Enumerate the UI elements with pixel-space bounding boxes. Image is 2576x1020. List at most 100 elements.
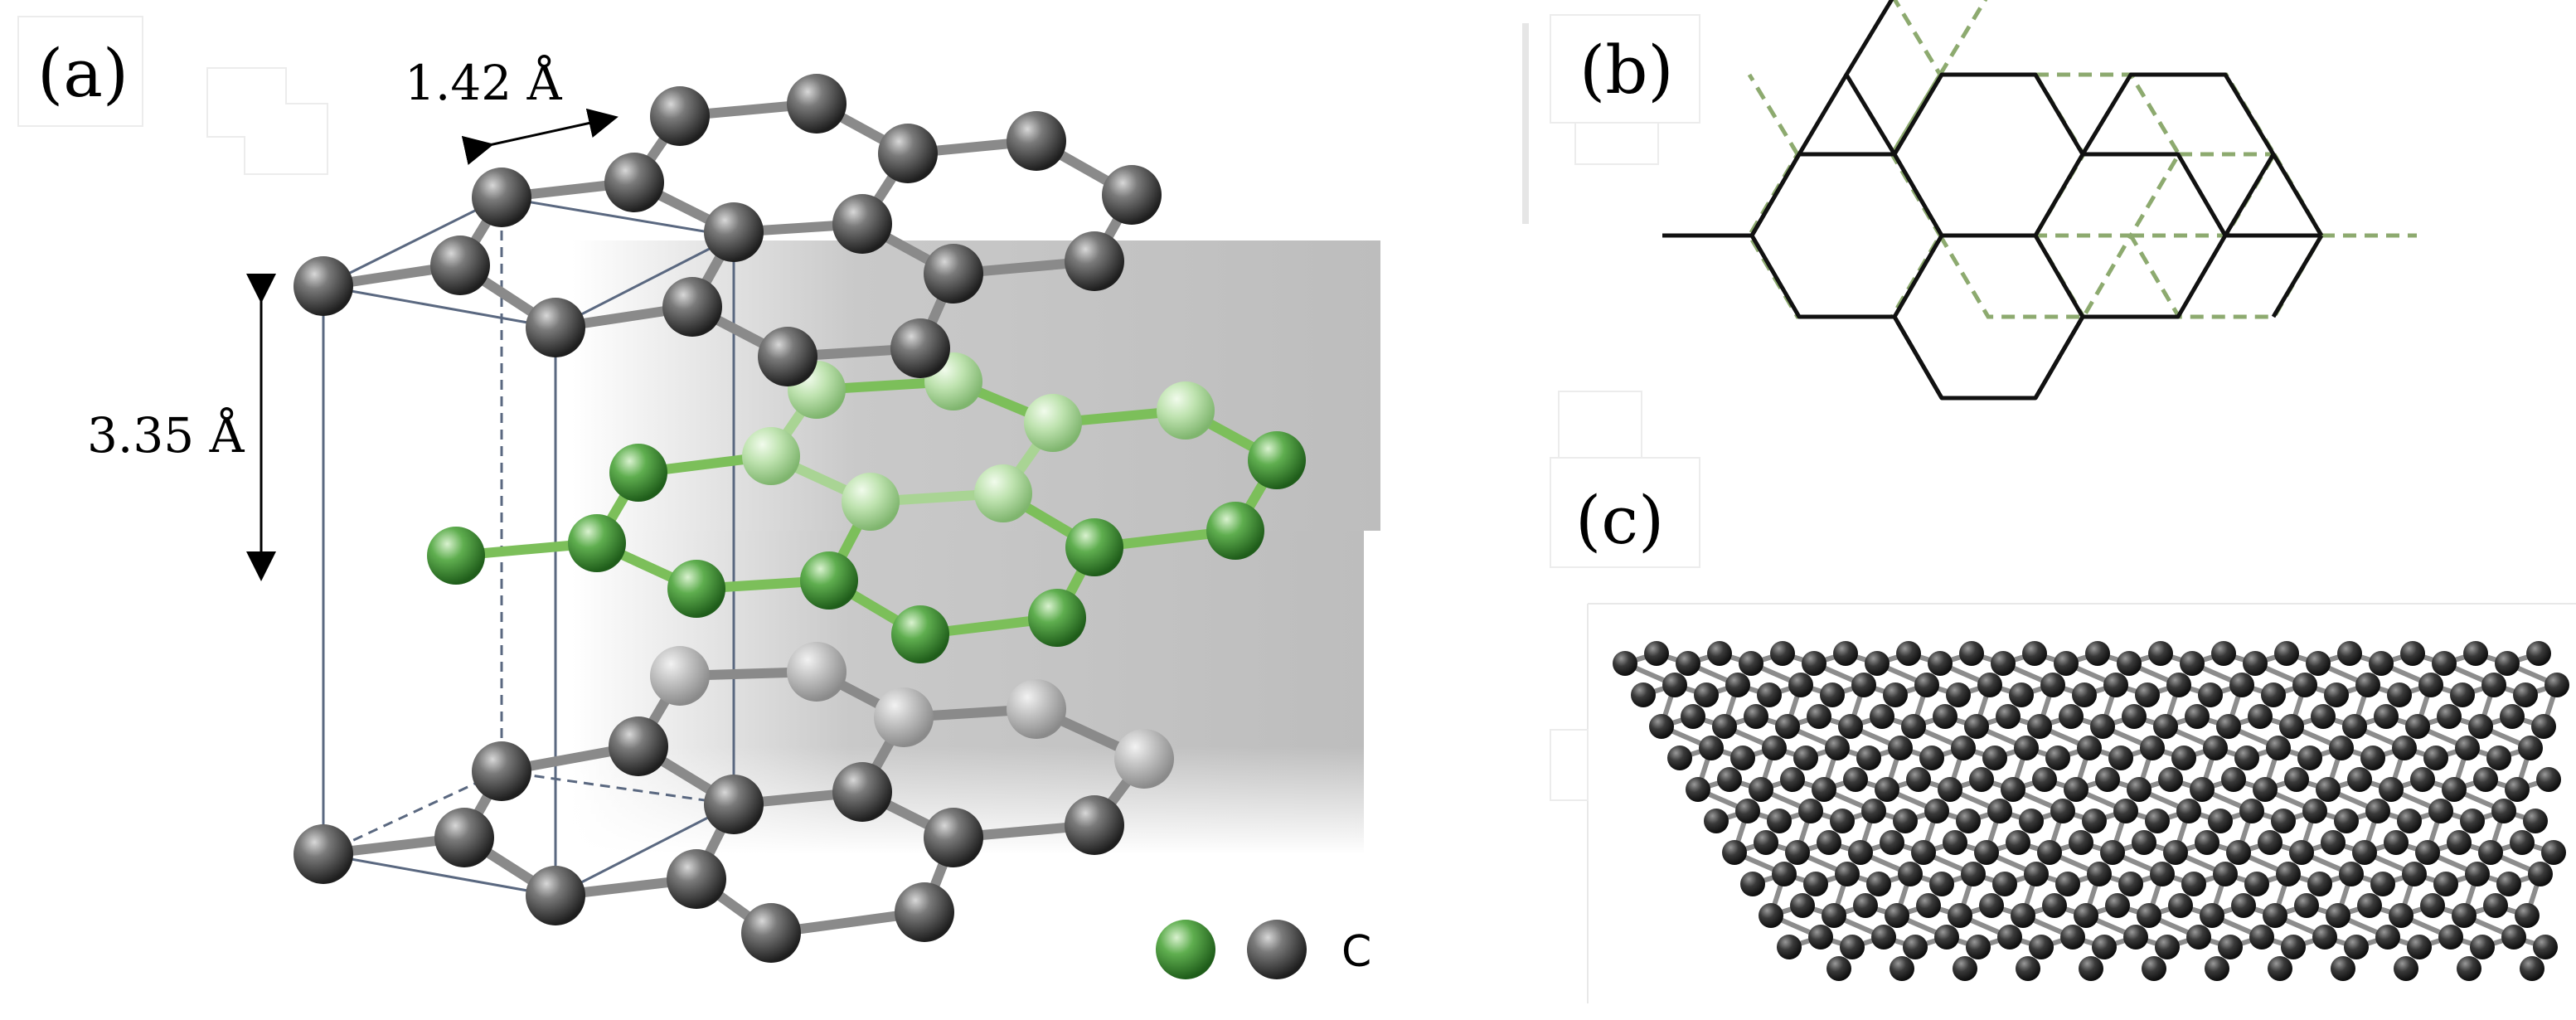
carbon-atom [293, 256, 353, 316]
graphene-atom [1871, 925, 1896, 950]
carbon-atom [434, 808, 494, 867]
graphene-atom [2268, 956, 2292, 981]
graphene-atom [2040, 673, 2065, 697]
graphene-atom [2271, 809, 2296, 833]
carbon-atom [895, 882, 954, 942]
panel-a-label: (a) [37, 35, 129, 112]
graphene-atom [2158, 767, 2183, 792]
graphene-atom [2266, 736, 2291, 760]
graphene-atom [2357, 893, 2382, 918]
graphene-atom [2510, 830, 2535, 855]
graphene-atom [2392, 736, 2417, 760]
carbon-atom [832, 762, 892, 822]
graphene-atom [2523, 809, 2548, 833]
graphene-atom [1833, 641, 1858, 666]
unit-cell-lines [322, 196, 735, 897]
graphene-atom [1916, 893, 1941, 918]
graphene-atom [2263, 903, 2287, 928]
graphene-atom [1961, 862, 1986, 886]
graphene-atom [2306, 651, 2331, 676]
graphene-atom [1865, 651, 1890, 676]
graphene-atom [1979, 893, 2004, 918]
panel-a: (a) [17, 16, 1380, 979]
graphene-atom [2248, 704, 2273, 729]
carbon-atom [924, 808, 983, 867]
graphene-atom [2536, 767, 2561, 792]
carbon-atom-green [1065, 518, 1123, 576]
graphene-atom [2541, 840, 2566, 865]
graphene-atom [1807, 704, 1831, 729]
graphene-atom [2463, 641, 2488, 666]
graphene-atom [2518, 736, 2543, 760]
graphene-atom [2483, 893, 2508, 918]
graphene-atom [1903, 935, 1928, 959]
graphene-atom [1848, 840, 1873, 865]
graphene-atom [1953, 956, 1977, 981]
graphene-atom [2027, 714, 2052, 739]
graphene-atom [2355, 673, 2380, 697]
graphene-atom [2481, 673, 2506, 697]
graphene-atom [2195, 830, 2219, 855]
carbon-atom [1007, 679, 1066, 739]
graphene-atom [2473, 767, 2498, 792]
graphene-atom [1987, 799, 2012, 823]
graphene-atom [1808, 925, 1833, 950]
graphene-atom [2279, 714, 2304, 739]
carbon-atom [430, 236, 490, 295]
panel-separator [1522, 23, 1529, 224]
graphene-atom [1838, 714, 1863, 739]
graphene-atom [1914, 673, 1939, 697]
legend-label: C [1341, 927, 1371, 977]
graphene-atom [2294, 893, 2319, 918]
graphene-atom [2231, 893, 2256, 918]
graphene-atom [1704, 809, 1729, 833]
graphene-atom [1977, 673, 2002, 697]
graphene-atom [2095, 767, 2120, 792]
graphene-atom [2234, 746, 2259, 770]
carbon-atom [472, 168, 531, 227]
graphene-atom [1830, 809, 1855, 833]
graphene-atom [2205, 956, 2229, 981]
graphene-atom [1735, 799, 1760, 823]
graphene-atom [1997, 925, 2022, 950]
legend: C [1156, 920, 1371, 979]
carbon-atom [1007, 111, 1066, 171]
graphene-atom [1969, 767, 1994, 792]
carbon-atom [832, 194, 892, 254]
graphene-atom [2544, 673, 2569, 697]
graphene-atom [2311, 704, 2336, 729]
graphene-atom [1725, 673, 1750, 697]
panel-b-label-tab [1574, 122, 1659, 165]
panel-c-label-tab [1558, 391, 1642, 459]
graphene-atom [2274, 641, 2299, 666]
graphene-atom [2009, 682, 2034, 707]
graphene-atom [1919, 746, 1944, 770]
graphene-atom [1934, 925, 1959, 950]
graphene-atom [2447, 830, 2472, 855]
graphene-atom [2243, 651, 2268, 676]
graphene-atom [2022, 641, 2047, 666]
graphene-atom [1777, 935, 1802, 959]
graphene-atom [1835, 862, 1860, 886]
carbon-atom [650, 646, 710, 706]
carbon-atom-green [1206, 502, 1264, 560]
graphene-atom [2418, 673, 2443, 697]
panel-b: (b) [1550, 0, 2417, 401]
graphene-atom [2100, 840, 2125, 865]
carbon-atom [787, 74, 847, 134]
graphene-atom [2060, 925, 2085, 950]
graphene-atom [1992, 872, 2017, 896]
graphene-atom [1649, 714, 1674, 739]
graphene-atom [2186, 925, 2211, 950]
graphene-atom [1901, 714, 1926, 739]
graphene-atom [2370, 872, 2395, 896]
graphene-atom [2324, 682, 2349, 707]
graphene-frame [1587, 603, 2576, 1003]
graphene-atom [1825, 736, 1850, 760]
carbon-atom-green [667, 560, 725, 618]
graphene-atom [1875, 777, 1899, 802]
graphene-atom [2437, 704, 2462, 729]
graphene-atom [1880, 830, 1904, 855]
panel-b-label: (b) [1579, 32, 1674, 109]
